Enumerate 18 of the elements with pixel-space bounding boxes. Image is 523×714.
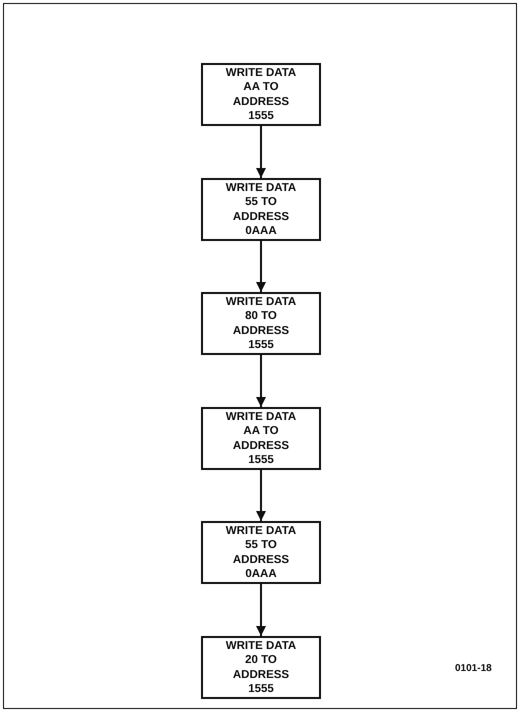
arrow — [256, 126, 266, 178]
arrow — [256, 470, 266, 521]
step-text: WRITE DATA 55 TO ADDRESS 0AAA — [224, 524, 298, 582]
step-text: WRITE DATA 55 TO ADDRESS 0AAA — [224, 180, 298, 238]
arrow — [256, 584, 266, 636]
process-box — [201, 636, 321, 699]
process-box — [201, 178, 321, 241]
figure-number: 0101-18 — [455, 663, 492, 674]
step-text: WRITE DATA AA TO ADDRESS 1555 — [224, 410, 298, 468]
step-text: WRITE DATA 80 TO ADDRESS 1555 — [224, 294, 298, 352]
process-box — [201, 292, 321, 355]
process-box — [201, 521, 321, 584]
process-box — [201, 63, 321, 126]
step-text: WRITE DATA AA TO ADDRESS 1555 — [224, 66, 298, 124]
arrow — [256, 355, 266, 407]
arrow — [256, 241, 266, 292]
process-box — [201, 407, 321, 470]
step-text: WRITE DATA 20 TO ADDRESS 1555 — [224, 638, 298, 696]
